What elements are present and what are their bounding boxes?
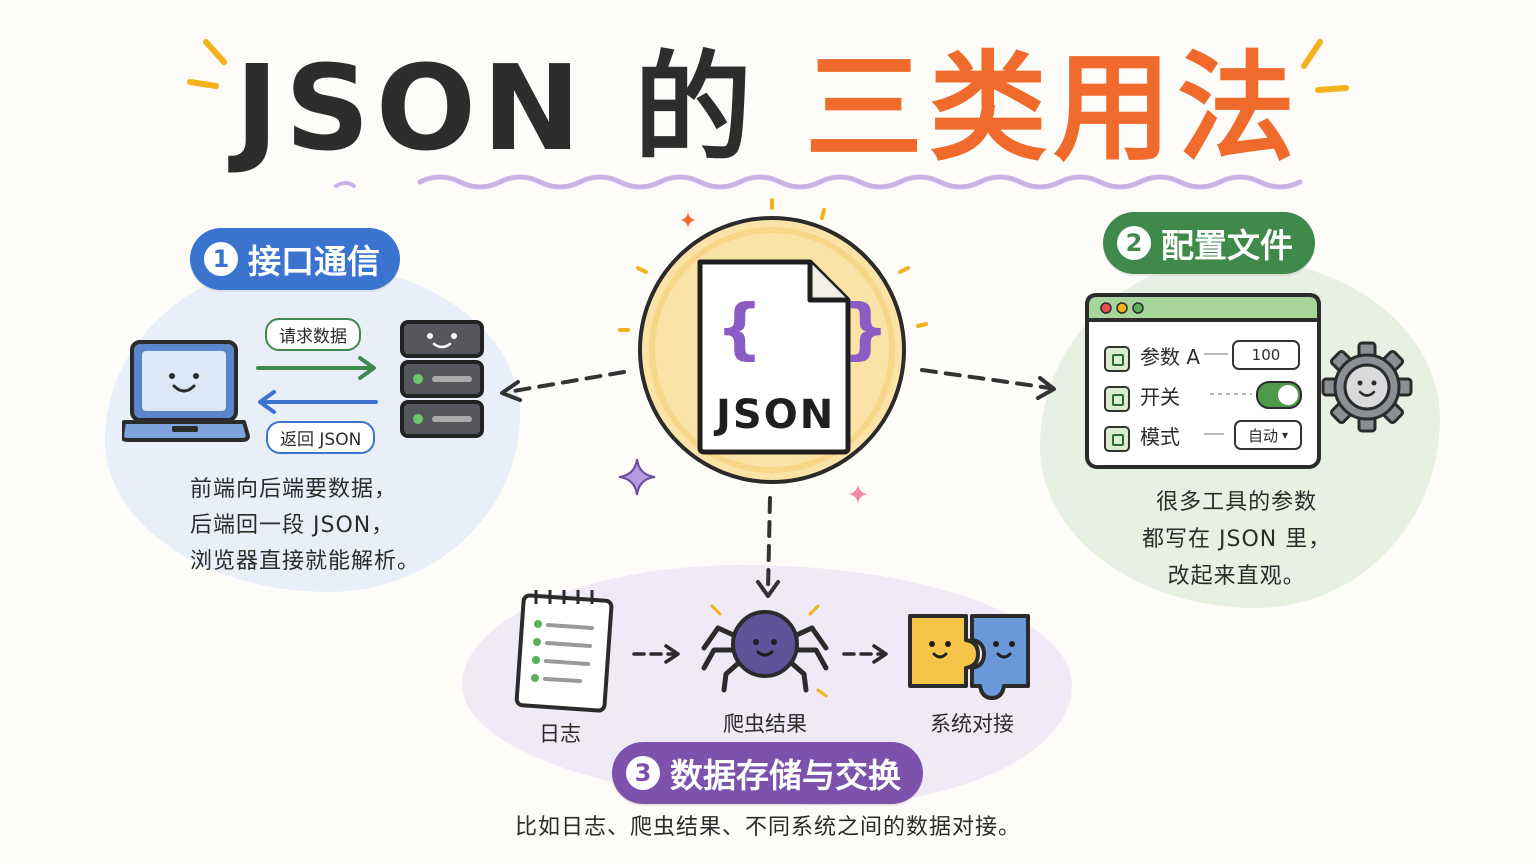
chevron-down-icon: ▾ <box>1281 428 1289 442</box>
param-icon <box>1104 345 1130 372</box>
arrow-to-section2 <box>920 368 1052 390</box>
center-json-illustration <box>618 198 928 484</box>
mode-row-icon <box>1104 425 1130 452</box>
config-row-param-a-label: 参数 A <box>1140 345 1201 369</box>
center-json-label: JSON <box>716 392 836 438</box>
title-part-json: JSON 的 <box>234 39 806 177</box>
section1-line-3: 浏览器直接就能解析。 <box>190 549 421 574</box>
section1-line-2: 后端回一段 JSON， <box>190 513 395 538</box>
section1-number: 1 <box>204 242 238 276</box>
sparkle-purple-icon <box>618 458 656 496</box>
config-row-switch-label: 开关 <box>1140 385 1180 409</box>
section2-line-1: 很多工具的参数 <box>1156 490 1318 515</box>
title-squiggle <box>417 174 1303 190</box>
flow-arrows <box>632 644 888 664</box>
section3-label: 数据存储与交换 <box>670 756 901 795</box>
param-a-input[interactable]: 100 <box>1232 340 1300 370</box>
config-row-mode: 模式 <box>1104 421 1180 452</box>
section1-label: 接口通信 <box>248 242 380 281</box>
mode-select[interactable]: 自动▾ <box>1234 420 1302 450</box>
laptop-icon <box>122 340 250 442</box>
section3-badge: 3 数据存储与交换 <box>612 742 923 804</box>
config-row-switch: 开关 <box>1104 381 1180 412</box>
section1-line-1: 前端向后端要数据， <box>190 477 398 502</box>
center-braces: { } <box>716 290 917 367</box>
switch-toggle[interactable] <box>1256 381 1302 409</box>
section2-number: 2 <box>1117 226 1151 260</box>
section2-line-3: 改起来直观。 <box>1167 564 1306 589</box>
request-response-arrows <box>256 356 378 414</box>
sparkle-pink-icon <box>848 484 868 504</box>
section3-description: 比如日志、爬虫结果、不同系统之间的数据对接。 <box>514 815 1021 840</box>
section2-line-2: 都写在 JSON 里， <box>1142 527 1332 552</box>
spider-icon <box>701 604 829 698</box>
log-notebook-icon <box>514 590 614 713</box>
section2-badge: 2 配置文件 <box>1103 212 1315 274</box>
config-row-mode-label: 模式 <box>1140 425 1180 449</box>
server-icon <box>400 320 484 438</box>
section3-number: 3 <box>626 756 660 790</box>
sparkle-orange-icon <box>680 212 696 228</box>
mode-select-value: 自动 <box>1247 426 1278 445</box>
step-crawler-caption: 爬虫结果 <box>723 712 807 736</box>
switch-row-icon <box>1104 385 1130 412</box>
request-tag: 请求数据 <box>265 318 361 351</box>
section1-badge: 1 接口通信 <box>190 228 400 290</box>
page-title: JSON 的 三类用法 <box>0 38 1536 178</box>
gear-icon <box>1321 341 1413 433</box>
title-part-usage: 三类用法 <box>805 39 1302 177</box>
step-integration-caption: 系统对接 <box>930 712 1014 736</box>
section2-label: 配置文件 <box>1161 226 1293 265</box>
section2-description: 很多工具的参数 都写在 JSON 里， 改起来直观。 <box>1142 484 1331 595</box>
step-log-caption: 日志 <box>539 722 581 746</box>
response-tag: 返回 JSON <box>266 421 376 454</box>
config-row-param-a: 参数 A <box>1104 341 1200 372</box>
puzzle-icon <box>908 614 1030 700</box>
section1-description: 前端向后端要数据， 后端回一段 JSON， 浏览器直接就能解析。 <box>190 472 420 580</box>
